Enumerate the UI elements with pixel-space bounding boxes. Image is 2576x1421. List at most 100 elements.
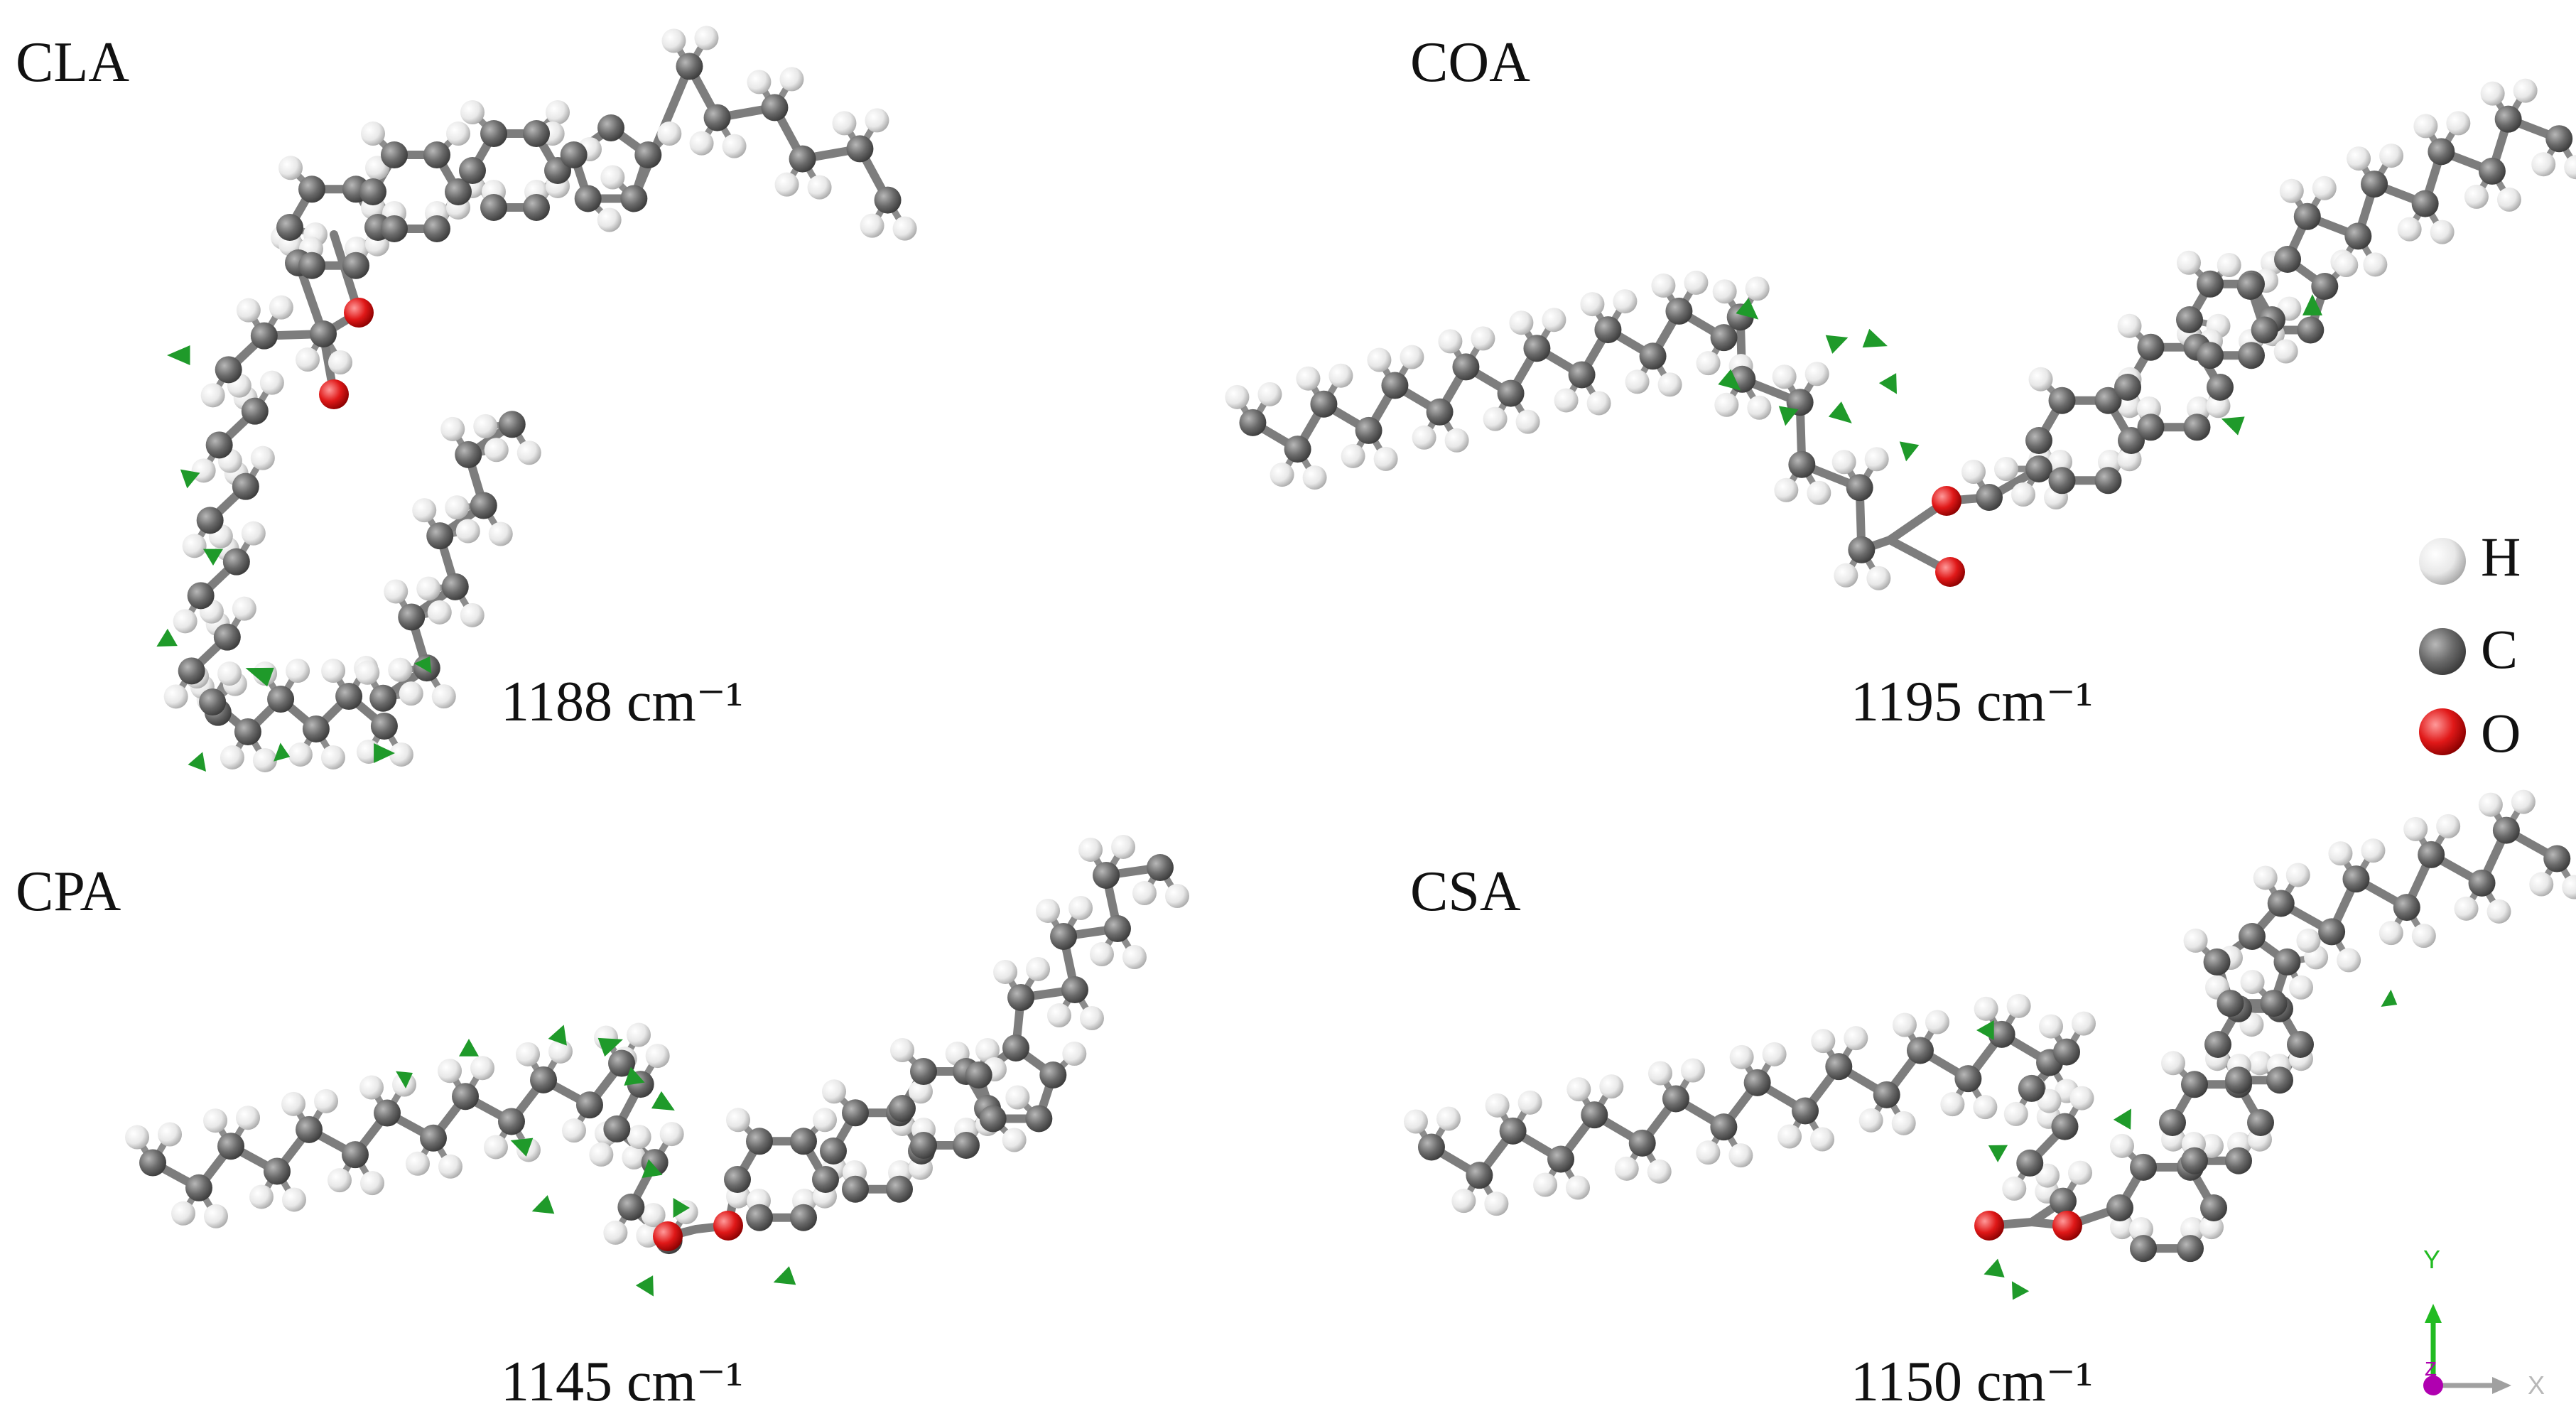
carbon-atom: [139, 1149, 167, 1177]
hydrogen-atom: [2199, 1133, 2224, 1158]
hydrogen-atom: [2480, 81, 2505, 106]
hydrogen-atom: [1483, 406, 1508, 431]
hydrogen-atom: [2110, 1133, 2134, 1158]
carbon-atom: [2494, 105, 2522, 133]
carbon-atom: [381, 215, 408, 242]
hydrogen-atom: [1925, 1010, 1949, 1034]
hydrogen-atom: [2436, 814, 2461, 838]
hydrogen-atom: [484, 438, 509, 463]
carbon-atom: [597, 114, 624, 141]
hydrogen-atom: [1586, 391, 1611, 416]
carbon-atom: [234, 718, 261, 745]
carbon-atom: [1523, 335, 1551, 362]
carbon-atom: [2094, 387, 2122, 414]
carbon-atom: [2297, 316, 2325, 344]
carbon-atom: [342, 252, 369, 279]
carbon-atom: [1976, 484, 2003, 511]
carbon-atom: [2118, 427, 2145, 454]
vibration-arrow: [459, 1039, 479, 1057]
hydrogen-atom: [1341, 443, 1365, 468]
vibration-arrow: [1778, 406, 1799, 426]
hydrogen-atom: [1509, 310, 1534, 335]
hydrogen-atom: [2397, 217, 2422, 242]
hydrogen-atom: [747, 70, 772, 94]
hydrogen-atom: [627, 1022, 651, 1047]
vibration-arrow: [1718, 369, 1741, 391]
hydrogen-atom: [622, 1145, 646, 1169]
hydrogen-atom: [1367, 347, 1392, 372]
carbon-atom: [1355, 416, 1382, 444]
hydrogen-atom: [412, 498, 437, 523]
hydrogen-atom: [1438, 329, 1463, 354]
hydrogen-atom: [2347, 146, 2371, 171]
hydrogen-atom: [1858, 1108, 1883, 1133]
carbon-atom: [2016, 1149, 2044, 1177]
vibration-arrow: [374, 743, 395, 763]
carbon-atom: [2287, 1031, 2314, 1058]
vibration-arrow: [548, 1025, 567, 1046]
vibration-arrow: [414, 657, 432, 674]
hydrogen-atom: [2361, 838, 2386, 863]
hydrogen-atom: [603, 1220, 628, 1245]
hydrogen-atom: [460, 603, 485, 627]
carbon-atom: [2159, 1109, 2186, 1136]
carbon-atom: [498, 411, 526, 438]
oxygen-atom: [2052, 1211, 2082, 1241]
carbon-atom: [1050, 922, 1078, 950]
carbon-atom: [2203, 948, 2231, 976]
vibration-arrow: [642, 1159, 663, 1178]
hydrogen-atom: [1078, 837, 1103, 862]
hydrogen-atom: [2177, 250, 2201, 275]
carbon-atom: [497, 1108, 525, 1135]
carbon-atom: [2130, 1153, 2157, 1181]
legend-label-o: O: [2481, 702, 2521, 764]
hydrogen-atom: [1471, 326, 1495, 351]
carbon-atom: [790, 1204, 817, 1231]
carbon-atom: [746, 1204, 773, 1231]
hydrogen-atom: [1810, 1127, 1835, 1152]
triad-y-arrowhead: [2425, 1304, 2442, 1323]
hydrogen-atom: [438, 1059, 462, 1084]
hydrogen-atom: [389, 742, 413, 767]
hydrogen-atom: [405, 1151, 430, 1176]
hydrogen-atom: [2289, 975, 2313, 1000]
carbon-atom: [1093, 861, 1120, 889]
oxygen-atom: [713, 1211, 743, 1241]
hydrogen-atom: [269, 295, 293, 320]
carbon-atom: [1848, 536, 1876, 563]
carbon-atom: [617, 1193, 645, 1221]
triad-x-arrowhead: [2492, 1377, 2511, 1394]
hydrogen-atom: [1892, 1012, 1917, 1037]
vibration-arrow: [597, 1037, 623, 1057]
carbon-atom: [2181, 1071, 2208, 1098]
carbon-atom: [1025, 1105, 1053, 1133]
atoms: [1403, 789, 2576, 1263]
hydrogen-atom: [2285, 863, 2310, 887]
carbon-atom: [530, 1066, 558, 1093]
carbon-atom: [2176, 306, 2203, 333]
hydrogen-atom: [321, 659, 346, 684]
carbon-atom: [1873, 1081, 1900, 1108]
carbon-atom: [2236, 273, 2264, 301]
carbon-atom: [1662, 1085, 1689, 1113]
carbon-atom: [1002, 1034, 1029, 1061]
carbon-atom: [2204, 1031, 2231, 1058]
hydrogen-atom: [774, 172, 799, 197]
hydrogen-atom: [1132, 881, 1157, 906]
hydrogen-atom: [2003, 1101, 2028, 1126]
carbon-atom: [1792, 1097, 1819, 1125]
carbon-atom: [2266, 1066, 2293, 1094]
oxygen-atom: [1974, 1211, 2004, 1241]
hydrogen-atom: [1296, 366, 1321, 391]
hydrogen-atom: [597, 207, 622, 232]
hydrogen-atom: [1772, 364, 1797, 389]
carbon-atom: [441, 573, 469, 600]
hydrogen-atom: [2273, 339, 2298, 364]
carbon-atom: [452, 1083, 480, 1111]
carbon-atom: [1988, 1020, 2015, 1048]
hydrogen-atom: [2486, 899, 2511, 924]
carbon-atom: [2049, 1187, 2077, 1215]
vibration-arrow: [1988, 1145, 2008, 1162]
carbon-atom: [310, 320, 337, 347]
